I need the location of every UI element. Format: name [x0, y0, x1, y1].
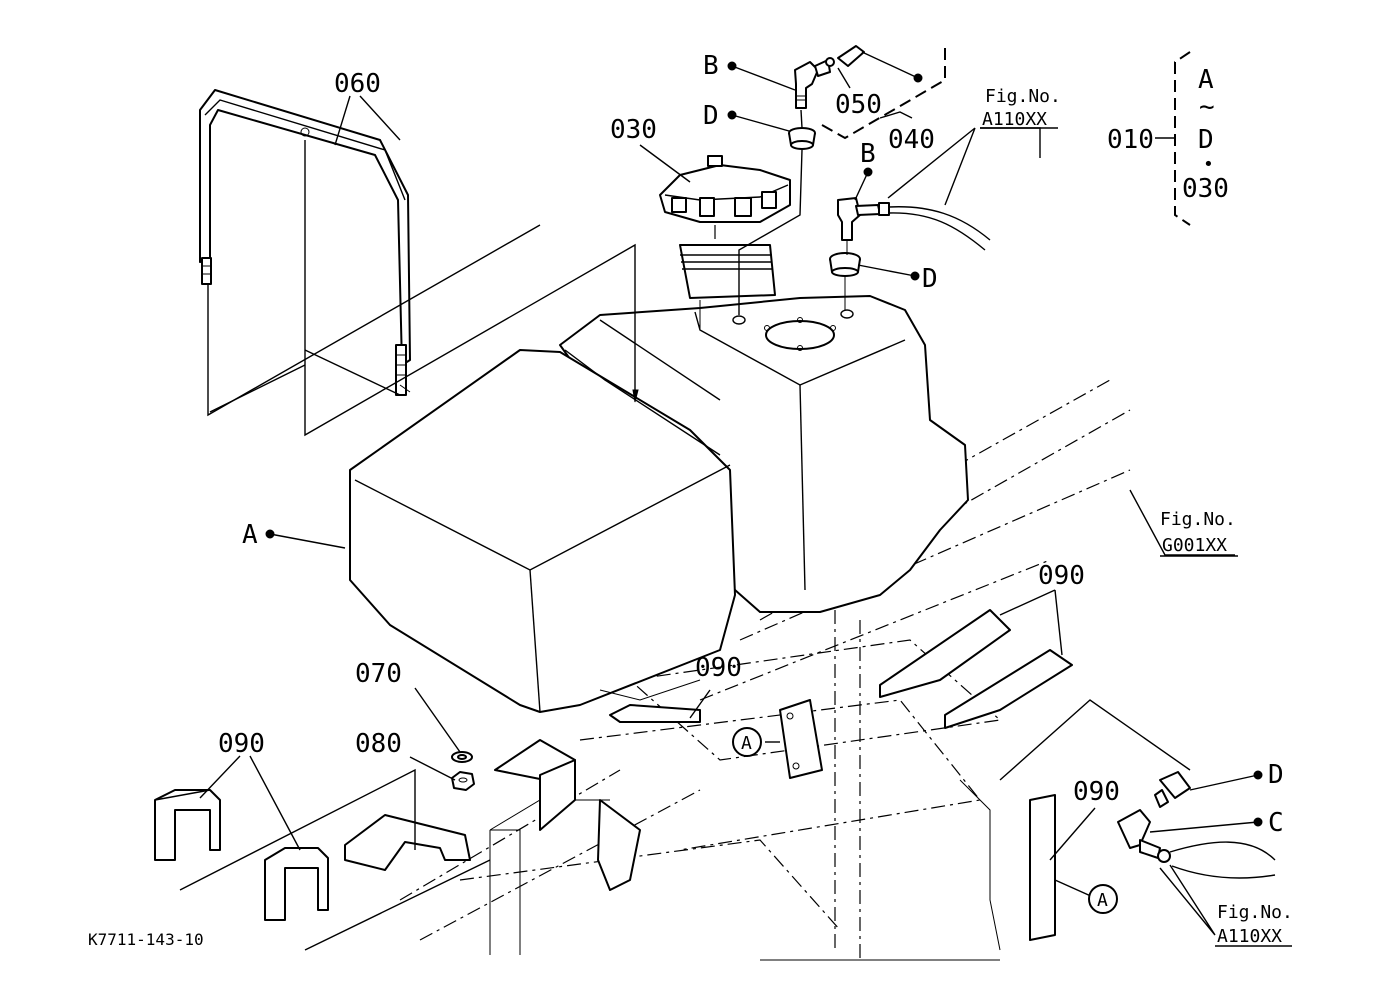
strap-leader-lines [207, 140, 636, 437]
label-090-mid: 090 [695, 653, 742, 683]
leader-lines [179, 51, 1259, 951]
fuel-cap-030 [659, 155, 791, 245]
ref-d-top: D [703, 101, 719, 131]
bracket-030: 030 [1182, 174, 1229, 204]
bracket-d: D [1198, 125, 1214, 155]
label-070: 070 [355, 659, 402, 689]
fig-label-mid: Fig.No. [1160, 509, 1236, 530]
label-030: 030 [610, 115, 657, 145]
pad-090-mid [609, 704, 701, 723]
label-060: 060 [334, 69, 381, 99]
fig-code-top: A110XX [982, 109, 1047, 130]
bracket-a: A [1198, 65, 1214, 95]
pad-090-vertical [1029, 794, 1056, 941]
fitting-c-lower [1117, 809, 1276, 879]
fig-label-bottom: Fig.No. [1217, 902, 1293, 923]
ref-b-top: B [703, 51, 719, 81]
ref-d-mid: D [922, 264, 938, 294]
pad-090-right-bottom [944, 649, 1073, 729]
bracket-090-left-b [264, 847, 329, 921]
ref-c-right: C [1268, 808, 1284, 838]
fig-code-bottom: A110XX [1217, 926, 1282, 947]
bracket-090-left-a [154, 789, 221, 861]
elbow-fitting-b-top [794, 45, 865, 129]
circle-a-marker-mid [732, 727, 762, 757]
elbow-fitting-b-mid [837, 197, 991, 255]
ref-d-right: D [1268, 760, 1284, 790]
fuel-tank [349, 244, 969, 713]
fig-code-mid: G001XX [1162, 535, 1227, 556]
bracket-tilde: ~ [1199, 92, 1215, 122]
grommet-d-mid [829, 252, 861, 310]
label-040: 040 [888, 125, 935, 155]
circle-a-marker-right [1088, 884, 1118, 914]
mount-bracket [344, 699, 823, 891]
ref-a-circle-mid: A [741, 733, 752, 754]
grommet-d-top [738, 127, 816, 315]
drawing-code: K7711-143-10 [88, 930, 204, 949]
arrow-head [632, 389, 639, 403]
label-090-left: 090 [218, 729, 265, 759]
ref-a-left: A [242, 520, 258, 550]
label-090-right-top: 090 [1038, 561, 1085, 591]
label-050: 050 [835, 90, 882, 120]
label-080: 080 [355, 729, 402, 759]
fitting-d-lower [1154, 771, 1191, 808]
nut-080 [451, 771, 475, 791]
ref-b-mid: B [860, 139, 876, 169]
tank-strap-060 [199, 89, 411, 396]
bracket-dot: • [1203, 154, 1214, 175]
washer-070 [451, 751, 473, 763]
group-bracket [1155, 51, 1191, 226]
pad-090-right-top [879, 609, 1011, 698]
label-090-right-bottom: 090 [1073, 777, 1120, 807]
ref-a-circle-right: A [1097, 890, 1108, 911]
label-010: 010 [1107, 125, 1154, 155]
leader-dots [265, 61, 1263, 827]
fig-label-top: Fig.No. [985, 86, 1061, 107]
